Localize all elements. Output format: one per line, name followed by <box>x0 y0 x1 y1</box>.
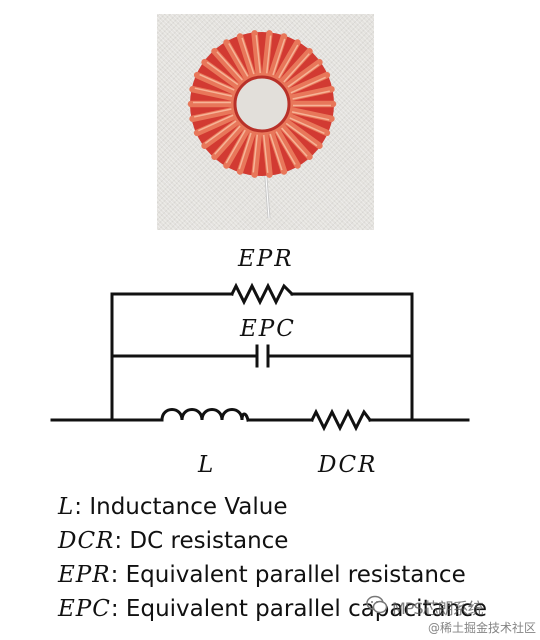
copper-winding-turn <box>287 85 335 102</box>
legend-item-epc: EPC: Equivalent parallel capacitance <box>58 592 528 626</box>
copper-winding-turn <box>189 106 237 123</box>
copper-winding-highlight <box>255 35 261 74</box>
copper-winding-highlight <box>238 132 252 170</box>
copper-winding-highlight <box>289 117 325 135</box>
legend-symbol: EPR <box>58 562 111 588</box>
copper-winding-highlight <box>263 134 269 173</box>
copper-winding-turn <box>287 106 335 123</box>
copper-winding-turn <box>251 129 263 178</box>
copper-winding-highlight <box>225 129 246 164</box>
dcr-resistor-symbol <box>309 408 373 432</box>
legend-text: : Equivalent parallel resistance <box>110 562 466 588</box>
copper-winding-highlight <box>241 37 255 75</box>
epr-label: EPR <box>238 246 294 272</box>
copper-winding-highlight <box>290 76 326 94</box>
copper-winding-turn <box>261 129 273 178</box>
legend-text: : DC resistance <box>114 528 289 554</box>
copper-winding-highlight <box>214 125 241 155</box>
copper-winding-highlight <box>283 53 310 83</box>
wechat-icon <box>366 595 388 614</box>
copper-winding-highlight <box>204 120 237 144</box>
copper-winding-turn <box>193 112 239 137</box>
copper-winding-turn <box>261 30 273 79</box>
copper-winding-turn <box>193 71 239 96</box>
copper-winding-turn <box>282 117 323 149</box>
copper-winding-highlight <box>198 114 234 132</box>
copper-winding-highlight <box>228 43 249 77</box>
copper-winding-highlight <box>272 38 286 76</box>
copper-winding-turn <box>211 122 246 161</box>
copper-winding-turn <box>267 33 288 80</box>
copper-winding-turn <box>273 125 301 169</box>
copper-winding-turn <box>201 59 242 91</box>
toroid-inductor-photo <box>157 14 374 230</box>
inductance-label: L <box>198 452 216 478</box>
copper-winding-turn <box>267 128 288 175</box>
copper-winding-turn <box>251 30 263 79</box>
copper-winding-highlight <box>199 73 235 91</box>
copper-winding-highlight <box>275 131 296 165</box>
copper-winding-turn <box>201 117 242 149</box>
copper-winding-turn <box>236 128 257 175</box>
copper-winding-turn <box>223 125 251 169</box>
copper-winding-highlight <box>194 108 232 118</box>
copper-winding-highlight <box>291 111 330 121</box>
copper-winding-highlight <box>287 64 320 88</box>
copper-winding-turn <box>189 85 237 102</box>
toroid-inductor-illustration <box>187 30 337 219</box>
copper-winding-turn <box>211 47 246 86</box>
copper-winding-turn <box>285 112 331 137</box>
watermark-account: MPS芯朗系统 <box>392 599 484 618</box>
inductor-coil-symbol <box>160 408 250 422</box>
copper-winding-highlight <box>285 122 318 147</box>
copper-winding-turn <box>282 59 323 91</box>
dcr-label: DCR <box>318 452 378 478</box>
epr-resistor-symbol <box>229 282 295 306</box>
legend-text: : Equivalent parallel capacitance <box>110 596 488 622</box>
legend-item-epr: EPR: Equivalent parallel resistance <box>58 558 528 592</box>
copper-winding-highlight <box>278 44 299 79</box>
equivalent-circuit <box>50 282 470 432</box>
legend-symbol: EPC <box>58 596 111 622</box>
legend-item-l: L: Inductance Value <box>58 490 528 524</box>
copper-winding-turn <box>273 39 301 83</box>
legend-text: : Inductance Value <box>74 494 288 520</box>
legend-symbol: DCR <box>58 528 115 554</box>
copper-winding-turn <box>236 33 257 80</box>
copper-winding-highlight <box>216 51 243 81</box>
copper-winding-highlight <box>269 133 283 171</box>
copper-winding-highlight <box>252 134 259 173</box>
copper-winding-highlight <box>292 90 330 100</box>
legend-symbol: L <box>58 494 75 520</box>
copper-winding-highlight <box>194 87 233 97</box>
legend: L: Inductance Value DCR: DC resistance E… <box>58 490 528 626</box>
copper-winding-turn <box>285 71 331 96</box>
watermark-site: @稀土掘金技术社区 <box>428 621 537 635</box>
copper-winding-highlight <box>206 61 239 86</box>
copper-winding-turn <box>278 122 313 161</box>
legend-item-dcr: DCR: DC resistance <box>58 524 528 558</box>
epc-label: EPC <box>240 316 296 342</box>
copper-winding-highlight <box>265 35 272 74</box>
copper-winding-turn <box>278 47 313 86</box>
copper-winding-highlight <box>281 127 308 157</box>
copper-winding-turn <box>223 39 251 83</box>
